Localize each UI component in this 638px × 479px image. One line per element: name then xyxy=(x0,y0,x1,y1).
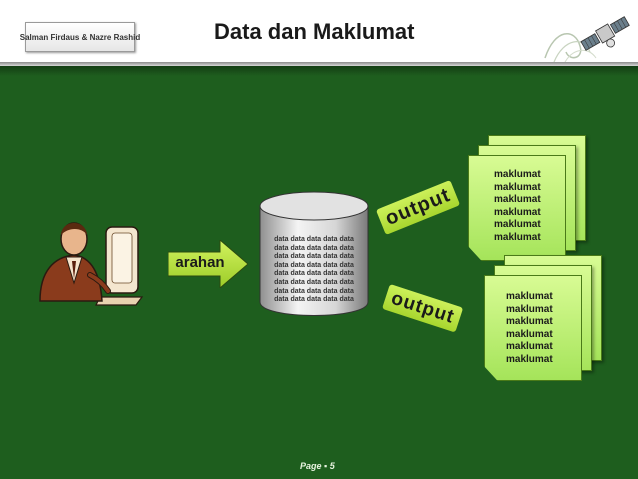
input-label: arahan xyxy=(175,254,225,271)
information-stack-lower: maklumat maklumat maklumat maklumat makl… xyxy=(484,255,608,385)
database-cylinder-icon xyxy=(259,191,369,316)
header-divider xyxy=(0,62,638,66)
data-records: data data data data data data data data … xyxy=(268,236,360,305)
data-line: data data data data data xyxy=(274,270,354,278)
info-item: maklumat xyxy=(494,194,541,206)
info-item: maklumat xyxy=(494,206,541,218)
data-line: data data data data data xyxy=(274,244,354,252)
slide-title: Data dan Maklumat xyxy=(214,19,415,44)
info-item: maklumat xyxy=(506,303,553,315)
info-item: maklumat xyxy=(506,291,553,302)
info-item: maklumat xyxy=(506,328,553,340)
info-item: maklumat xyxy=(506,341,553,353)
data-line: data data data data data xyxy=(274,253,354,261)
data-line: data data data data data xyxy=(274,296,354,304)
info-sheet-front xyxy=(468,155,566,261)
data-line: data data data data data xyxy=(274,287,354,295)
info-item: maklumat xyxy=(494,231,541,243)
info-sheet-front xyxy=(484,275,582,381)
satellite-icon xyxy=(580,16,630,51)
slide-header: Salman Firdaus & Nazre Rashid Data dan M… xyxy=(0,0,638,65)
info-item: maklumat xyxy=(494,219,541,231)
data-line: data data data data data xyxy=(274,261,354,269)
info-item: maklumat xyxy=(506,353,553,365)
page-number: Page ▪ 5 xyxy=(300,461,335,471)
info-list: maklumat maklumat maklumat maklumat makl… xyxy=(506,291,553,367)
data-line: data data data data data xyxy=(274,236,354,243)
person-at-computer-icon xyxy=(39,222,144,306)
page-label: Page xyxy=(300,461,322,471)
author-label: Salman Firdaus & Nazre Rashid xyxy=(20,22,140,52)
input-arrow xyxy=(168,240,248,288)
information-stack-upper: maklumat maklumat maklumat maklumat makl… xyxy=(468,135,592,265)
page-value: 5 xyxy=(329,461,335,471)
info-list: maklumat maklumat maklumat maklumat makl… xyxy=(494,169,541,245)
page-separator: ▪ xyxy=(324,461,328,471)
canvas-shadow xyxy=(0,66,638,76)
info-item: maklumat xyxy=(494,181,541,193)
data-line: data data data data data xyxy=(274,278,354,286)
info-item: maklumat xyxy=(506,316,553,328)
info-item: maklumat xyxy=(494,169,541,180)
